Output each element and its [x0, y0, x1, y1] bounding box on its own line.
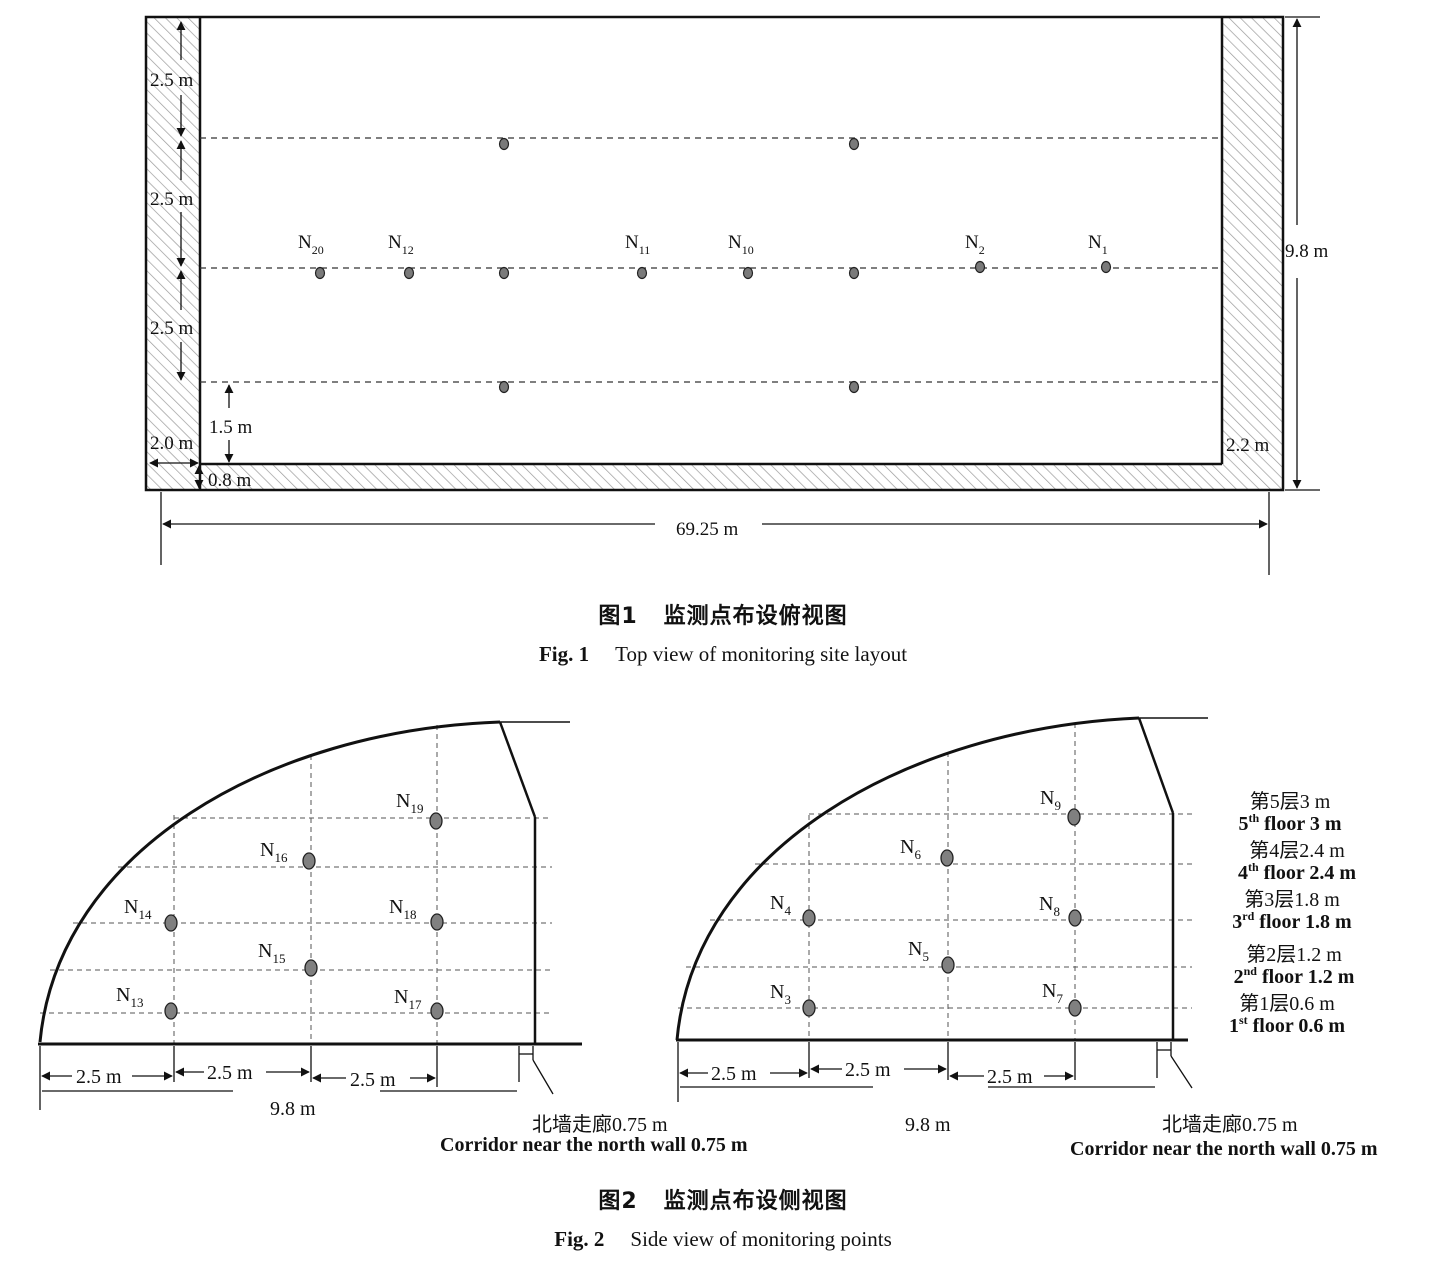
- label-n14: N14: [124, 896, 152, 922]
- point-n16: [302, 852, 316, 870]
- floor3-zh: 第3层1.8 m: [1244, 888, 1340, 911]
- label-n10: N10: [728, 232, 754, 257]
- point-n5: [941, 956, 955, 974]
- point-n17: [430, 1002, 444, 1020]
- dim-right-2-5-c: 2.5 m: [987, 1066, 1033, 1088]
- label-n19: N19: [396, 790, 423, 816]
- dim-inner-1-5: 1.5 m: [209, 417, 253, 438]
- point-upper-a: [498, 137, 510, 151]
- point-n12: [403, 266, 415, 280]
- point-n2: [974, 260, 986, 274]
- dim-right-9-8: 9.8 m: [905, 1114, 951, 1136]
- label-n6: N6: [900, 836, 921, 862]
- dim-left-top: 2.5 m: [150, 70, 194, 91]
- label-n4: N4: [770, 892, 791, 918]
- label-n16: N16: [260, 839, 288, 865]
- fig1-top-view: N20 N12 N11 N10 N2 N1 2.5 m 2.5 m 2.5 m …: [144, 15, 1329, 575]
- floor4-en: 4th floor 2.4 m: [1238, 860, 1356, 884]
- point-upper-b: [848, 137, 860, 151]
- label-n7: N7: [1042, 980, 1063, 1006]
- floor2-en: 2nd floor 1.2 m: [1234, 964, 1355, 988]
- point-n8: [1068, 909, 1082, 927]
- left-section: N19 N16 N14 N18 N15 N13 N17: [38, 720, 748, 1156]
- label-n9: N9: [1040, 787, 1061, 813]
- dim-left-9-8: 9.8 m: [270, 1098, 316, 1120]
- outer-outline: [144, 15, 1285, 492]
- label-n12: N12: [388, 232, 414, 257]
- label-n5: N5: [908, 938, 929, 964]
- point-n11: [636, 266, 648, 280]
- label-n2: N2: [965, 232, 985, 257]
- point-n14: [164, 914, 178, 932]
- point-n18: [430, 913, 444, 931]
- dim-left-2-5-b: 2.5 m: [207, 1062, 253, 1084]
- label-n1: N1: [1088, 232, 1108, 257]
- point-n13: [164, 1002, 178, 1020]
- west-wall: [146, 17, 200, 490]
- point-n9: [1067, 808, 1081, 826]
- point-n19: [429, 812, 443, 830]
- corridor-left-en: Corridor near the north wall 0.75 m: [440, 1134, 748, 1156]
- label-n17: N17: [394, 986, 422, 1012]
- floor1-zh: 第1层0.6 m: [1239, 992, 1335, 1015]
- point-n20: [314, 266, 326, 280]
- south-wall: [200, 464, 1222, 490]
- dim-right-2-5-b: 2.5 m: [845, 1059, 891, 1081]
- point-n10: [742, 266, 754, 280]
- point-n3: [802, 999, 816, 1017]
- point-lower-b: [848, 380, 860, 394]
- right-section: N9 N6 N4 N8 N5 N3 N7 2.5: [675, 716, 1378, 1160]
- dim-total-height: 9.8 m: [1285, 241, 1329, 262]
- label-n13: N13: [116, 984, 143, 1010]
- dim-west-wall: 2.0 m: [150, 433, 194, 454]
- dim-right-2-5-a: 2.5 m: [711, 1063, 757, 1085]
- point-mid-a: [498, 266, 510, 280]
- floor4-zh: 第4层2.4 m: [1249, 839, 1345, 862]
- label-n8: N8: [1039, 893, 1060, 919]
- label-n3: N3: [770, 981, 791, 1007]
- corridor-left-zh: 北墙走廊0.75 m: [532, 1113, 668, 1136]
- floor5-en: 5th floor 3 m: [1238, 811, 1341, 835]
- dim-total-length: 69.25 m: [676, 519, 739, 540]
- floor3-en: 3rd floor 1.8 m: [1232, 909, 1352, 933]
- dim-left-2-5-a: 2.5 m: [76, 1066, 122, 1088]
- corridor-right-zh: 北墙走廊0.75 m: [1162, 1113, 1298, 1136]
- dim-left-mid1: 2.5 m: [150, 189, 194, 210]
- label-n20: N20: [298, 232, 324, 257]
- label-n11: N11: [625, 232, 650, 257]
- dim-left-mid2: 2.5 m: [150, 318, 194, 339]
- floor2-zh: 第2层1.2 m: [1246, 943, 1342, 966]
- point-n7: [1068, 999, 1082, 1017]
- east-wall: [1222, 17, 1283, 490]
- floor5-zh: 第5层3 m: [1250, 790, 1331, 813]
- point-n4: [802, 909, 816, 927]
- point-n1: [1100, 260, 1112, 274]
- fig2-side-view: N19 N16 N14 N18 N15 N13 N17: [38, 716, 1378, 1160]
- corridor-right-en: Corridor near the north wall 0.75 m: [1070, 1138, 1378, 1160]
- dim-left-2-5-c: 2.5 m: [350, 1069, 396, 1091]
- point-mid-b: [848, 266, 860, 280]
- point-lower-a: [498, 380, 510, 394]
- dim-east-wall: 2.2 m: [1226, 435, 1270, 456]
- label-n15: N15: [258, 940, 285, 966]
- point-n15: [304, 959, 318, 977]
- floor1-en: 1st floor 0.6 m: [1229, 1013, 1345, 1037]
- dim-south-wall: 0.8 m: [208, 470, 252, 491]
- label-n18: N18: [389, 896, 416, 922]
- point-n6: [940, 849, 954, 867]
